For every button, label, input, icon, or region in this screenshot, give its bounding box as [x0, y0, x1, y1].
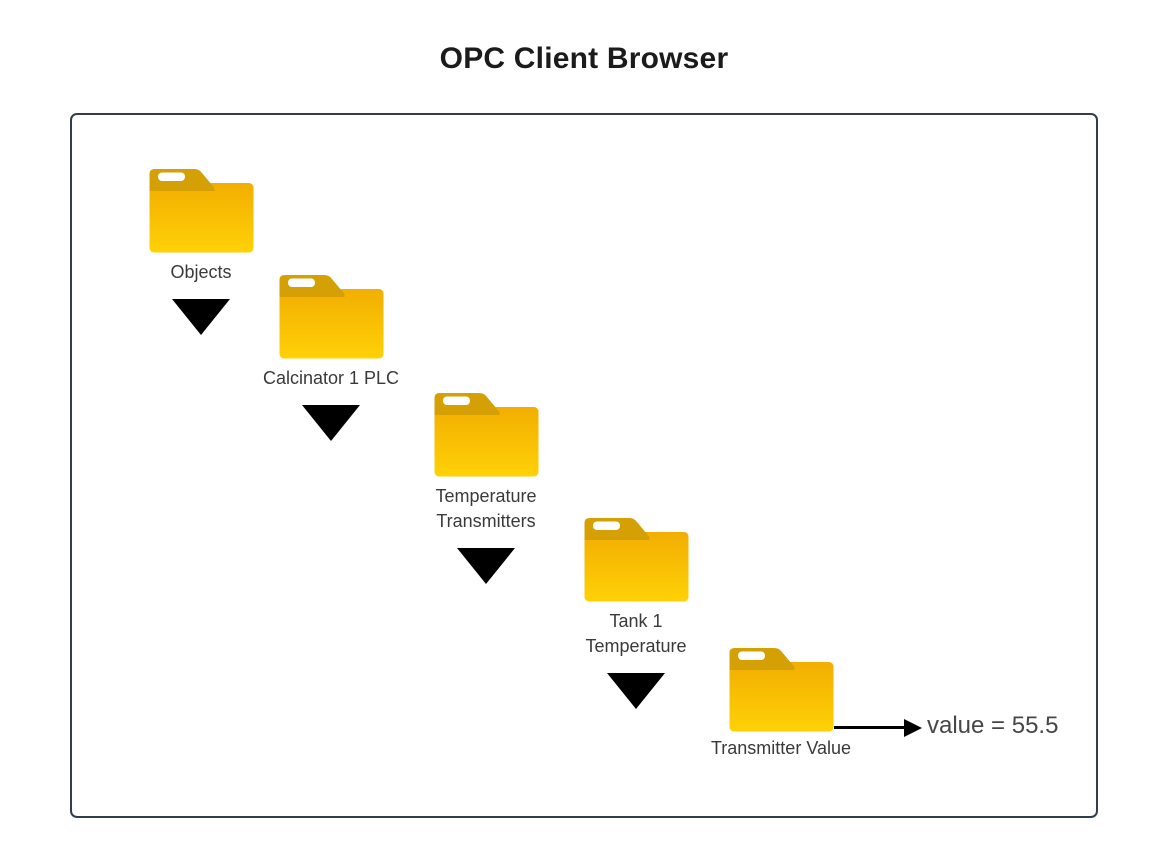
folder-icon[interactable] [584, 515, 689, 602]
value-arrow-icon [834, 718, 922, 737]
tree-node-calcinator-1-plc[interactable]: Calcinator 1 PLC [251, 272, 411, 441]
folder-icon[interactable] [279, 272, 384, 359]
folder-icon[interactable] [434, 390, 539, 477]
folder-icon[interactable] [149, 166, 254, 253]
tree-node-label: Calcinator 1 PLC [262, 368, 400, 388]
browser-panel: Objects Calcinator 1 PLC Temperature Tra… [70, 113, 1098, 818]
tree-node-transmitter-value[interactable]: Transmitter Value [701, 645, 861, 761]
tree-node-label: Objects [170, 262, 232, 282]
expand-triangle-icon[interactable] [607, 673, 665, 709]
tree-node-label: Transmitter Value [710, 738, 852, 758]
tree-node-label: Temperature Transmitters [435, 486, 537, 531]
expand-triangle-icon[interactable] [302, 405, 360, 441]
tree-node-tank-1-temperature[interactable]: Tank 1 Temperature [556, 515, 716, 709]
expand-triangle-icon[interactable] [172, 299, 230, 335]
tree-node-objects[interactable]: Objects [121, 166, 281, 335]
folder-icon[interactable] [729, 645, 834, 732]
page-title: OPC Client Browser [439, 42, 729, 75]
expand-triangle-icon[interactable] [457, 548, 515, 584]
tree-node-temperature-transmitters[interactable]: Temperature Transmitters [406, 390, 566, 584]
tree-node-label: Tank 1 Temperature [585, 611, 687, 656]
value-readout: value = 55.5 [927, 712, 1059, 739]
